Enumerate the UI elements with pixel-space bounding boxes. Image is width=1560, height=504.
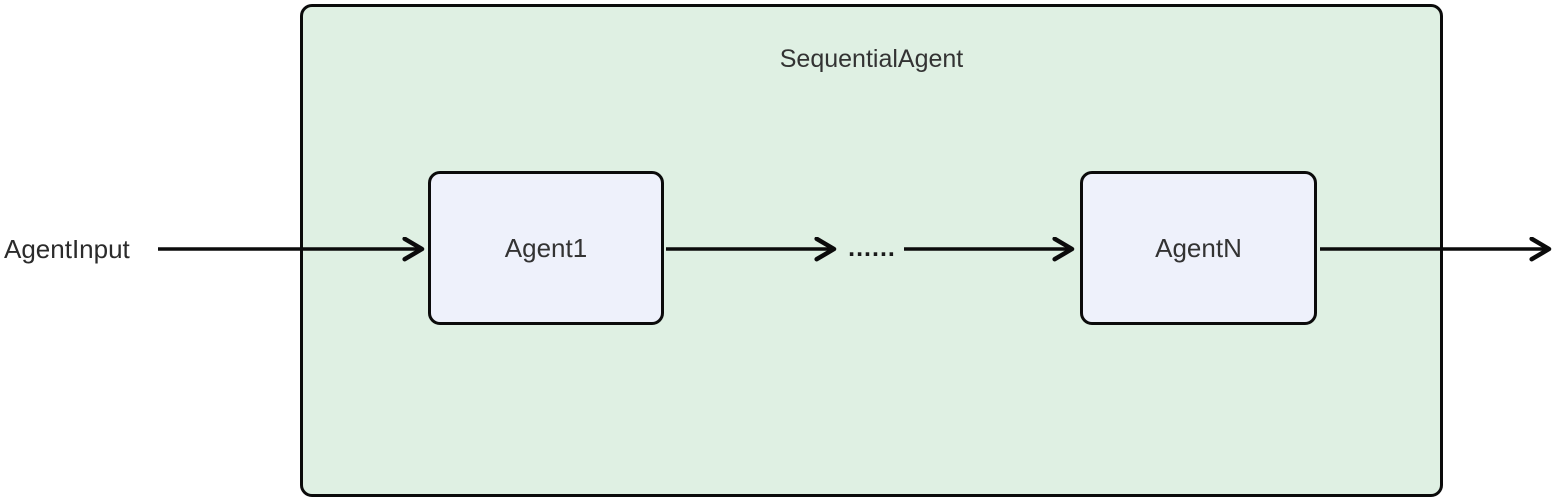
ellipsis-label: ...... bbox=[848, 234, 896, 262]
agent-input-label: AgentInput bbox=[4, 234, 130, 264]
container-title: SequentialAgent bbox=[779, 45, 964, 73]
node-agentn: AgentN bbox=[1080, 171, 1317, 325]
node-agent1: Agent1 bbox=[428, 171, 664, 325]
node-agentn-label: AgentN bbox=[1155, 232, 1242, 263]
node-agent1-label: Agent1 bbox=[504, 232, 588, 263]
